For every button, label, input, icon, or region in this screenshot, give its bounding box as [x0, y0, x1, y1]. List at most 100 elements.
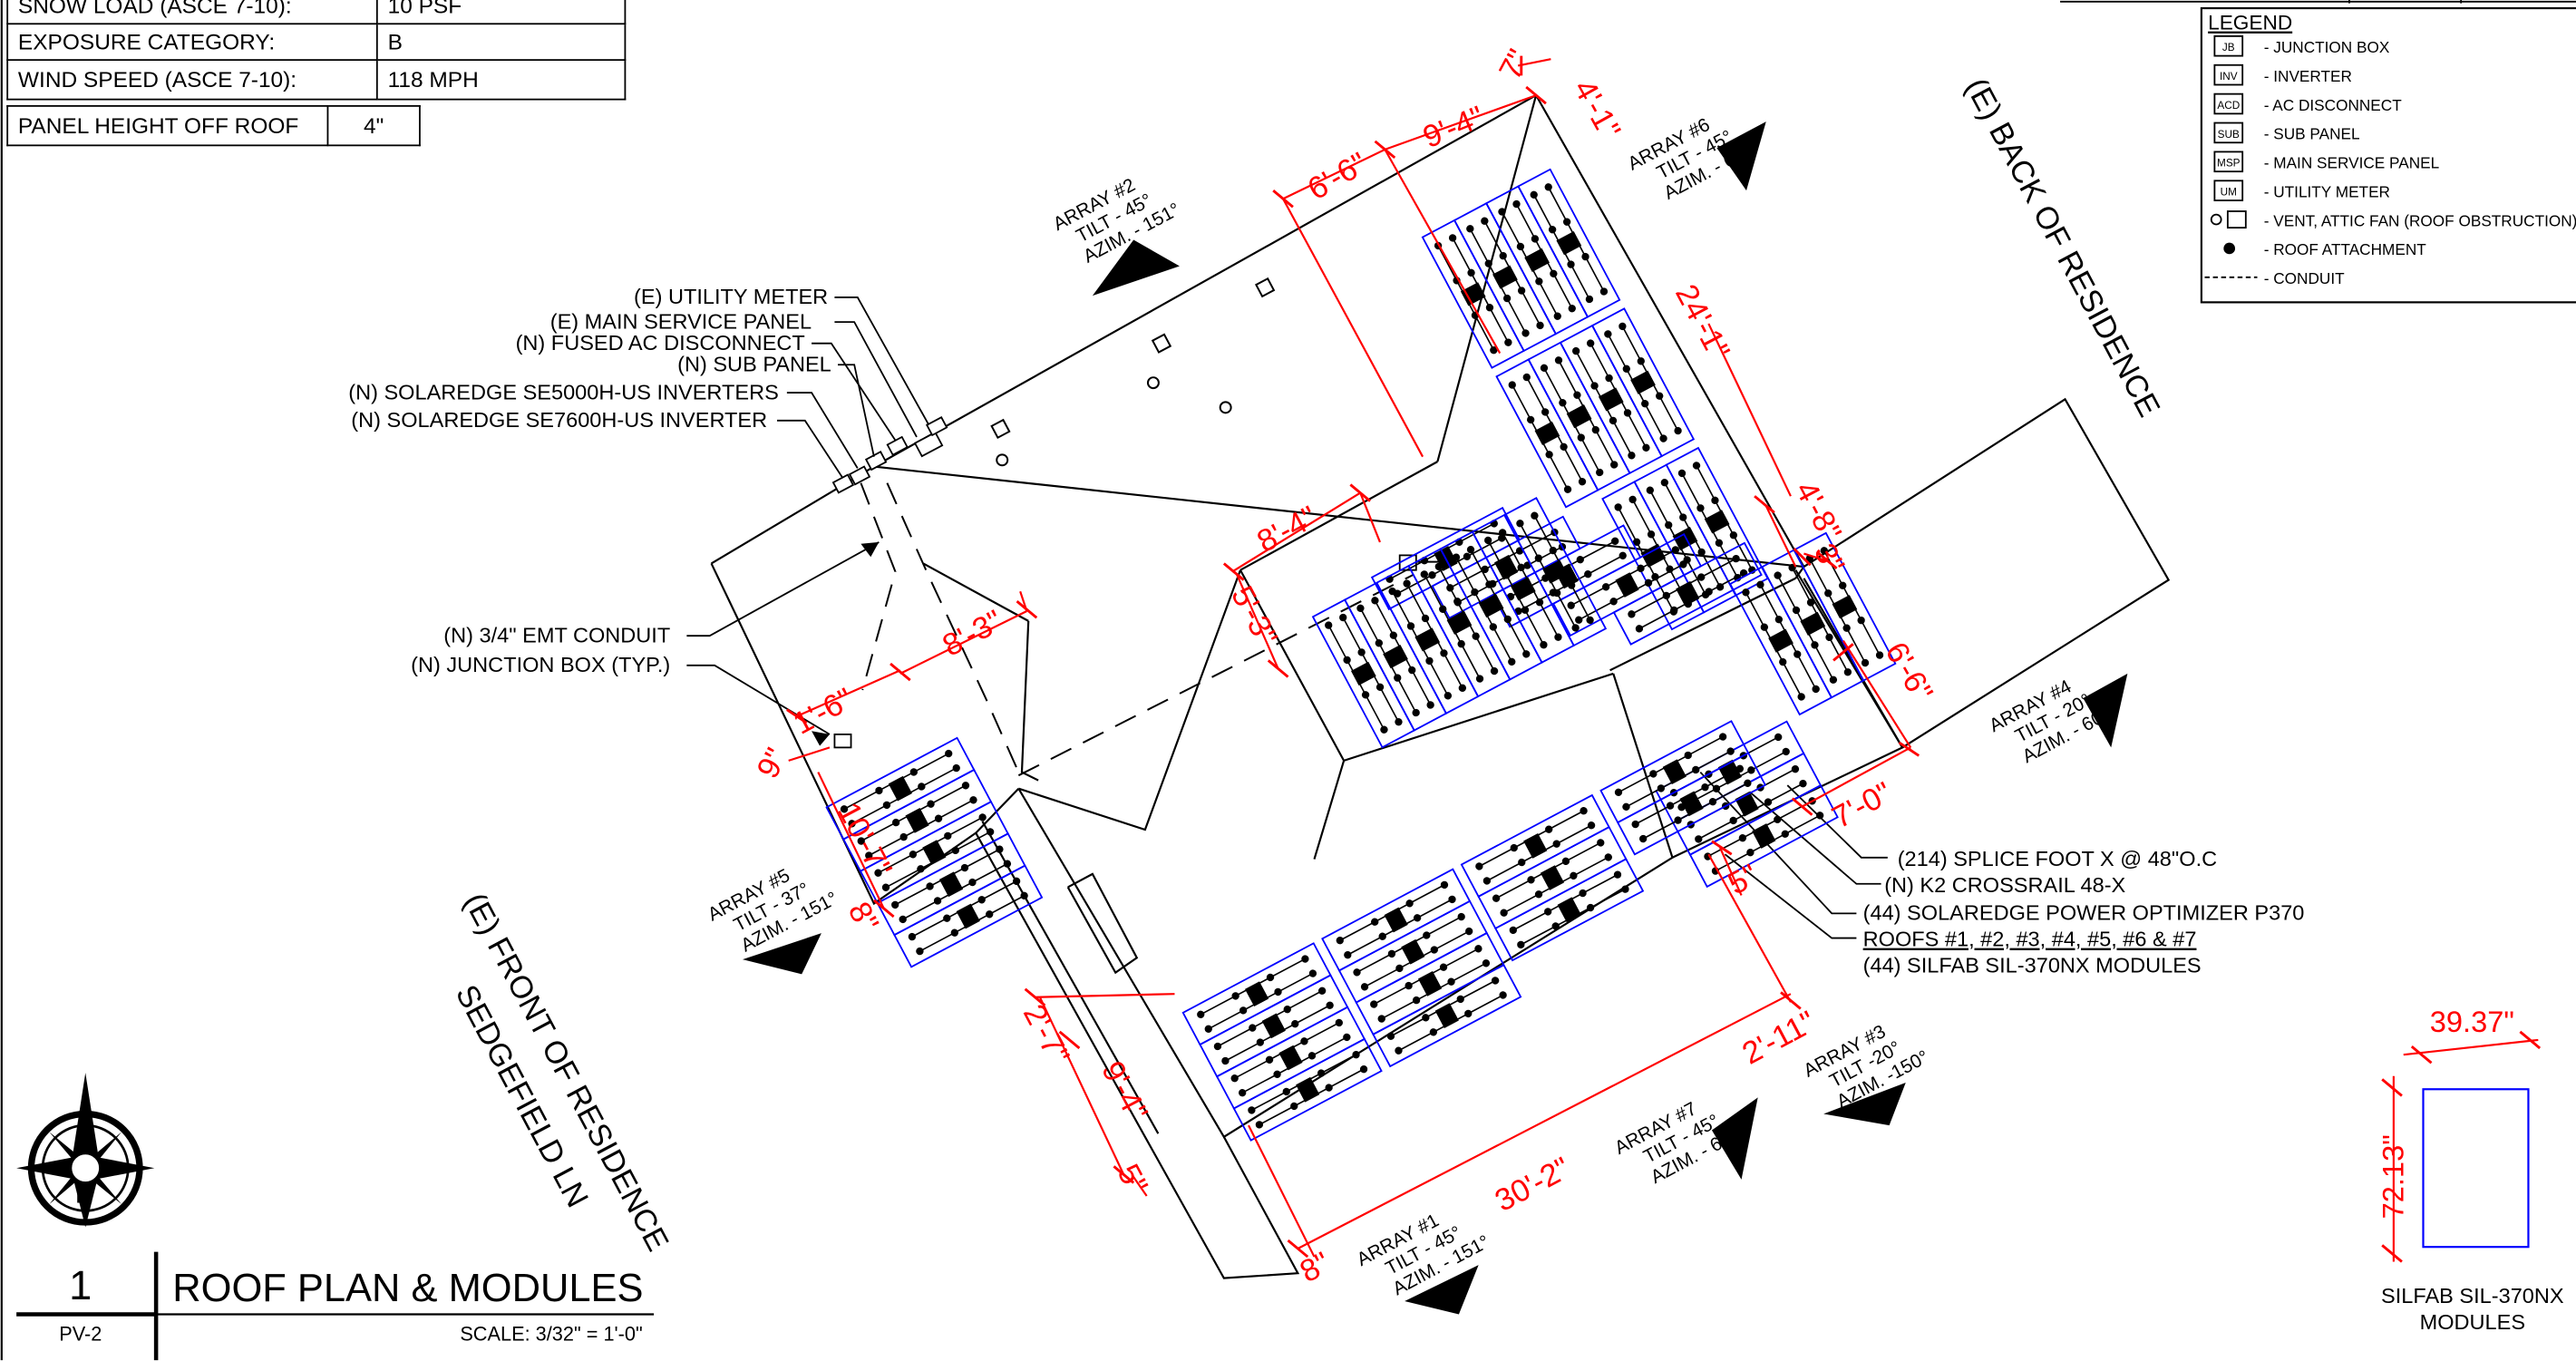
legend-symbol-icon — [2213, 34, 2244, 57]
dimension-label: 2'-7" — [1016, 999, 1076, 1070]
callout-utility-meter: (E) UTILITY METER — [634, 285, 828, 308]
solar-module — [1485, 185, 1589, 335]
module-arrays — [825, 168, 1897, 1142]
dimension-label: 6'-6" — [1302, 146, 1373, 207]
callout-junction-box: (N) JUNCTION BOX (TYP.) — [411, 653, 670, 676]
attic-fan-symbol-icon — [2226, 210, 2247, 229]
dimension-label: 30'-2" — [1490, 1151, 1576, 1219]
dimension-ticks — [786, 55, 1920, 1259]
module-notes: (214) SPLICE FOOT X @ 48"O.C (N) K2 CROS… — [1863, 847, 2305, 977]
junction-box-icon — [833, 733, 852, 749]
north-label: N — [75, 1180, 93, 1208]
note-roofs: ROOFS #1, #2, #3, #4, #5, #6 & #7 — [1863, 928, 2197, 951]
legend-abbr: JB — [2222, 42, 2235, 53]
vent-icon — [1219, 401, 1232, 414]
dimension-label: 1'-6" — [788, 682, 859, 742]
wind-speed-label: WIND SPEED (ASCE 7-10): — [6, 59, 378, 101]
array-2-arrow-icon — [1092, 239, 1180, 297]
roof-attachment-symbol-icon — [2223, 242, 2236, 255]
module-detail: 39.37" 72.13" SILFAB SIL-370NX MODULES — [2377, 1005, 2564, 1334]
solar-module — [1453, 202, 1557, 352]
panel-height-value: 4" — [326, 104, 421, 147]
legend-item-text: - MAIN SERVICE PANEL — [2264, 154, 2439, 172]
dimension-label: 4'-1" — [1567, 74, 1627, 145]
callout-fused-ac-disconnect: (N) FUSED AC DISCONNECT — [516, 331, 805, 355]
legend-symbol-icon — [2213, 122, 2244, 144]
roof-outline — [710, 93, 2171, 1279]
callout-text: (E) UTILITY METER (E) MAIN SERVICE PANEL… — [348, 285, 831, 676]
solar-module — [1527, 341, 1631, 491]
array-2-label: ARRAY #2 TILT - 45° AZIM. - 151° — [1050, 174, 1184, 267]
array-1-arrow-icon — [1405, 1265, 1479, 1315]
array-1a-modules — [1312, 497, 1607, 749]
dimension-label: 9'-4" — [1094, 1055, 1154, 1126]
dimension-label: 7'-0" — [1827, 776, 1898, 836]
vent-icon — [1254, 277, 1276, 298]
utility-meter-box-icon — [925, 415, 948, 437]
solar-module — [1729, 566, 1832, 715]
vent-icon — [1146, 376, 1160, 390]
dimension-label: 5" — [1111, 1159, 1154, 1201]
module-width-label: 39.37" — [2430, 1005, 2514, 1038]
wind-speed-value: 118 MPH — [375, 59, 627, 101]
solar-module — [1494, 858, 1644, 962]
snow-load-label: SNOW LOAD (ASCE 7-10): — [6, 0, 378, 25]
drawing-number: 1 — [69, 1262, 92, 1308]
legend-abbr: SUB — [2218, 129, 2240, 141]
solar-module — [1665, 447, 1769, 597]
inverter-box-icon — [831, 473, 855, 494]
array-4-arrow-icon — [2083, 673, 2128, 748]
solar-module — [1591, 307, 1695, 457]
design-criteria-table: SNOW LOAD (ASCE 7-10): 10 PSF EXPOSURE C… — [6, 0, 627, 101]
dimension-label: 4'-8" — [1788, 476, 1848, 547]
drawing-title: ROOF PLAN & MODULES — [172, 1267, 643, 1310]
main-service-panel-box-icon — [913, 431, 944, 458]
callout-emt-conduit: (N) 3/4" EMT CONDUIT — [443, 623, 670, 646]
dimension-label: 10'-7" — [831, 797, 899, 883]
module-height-label: 72.13" — [2377, 1134, 2410, 1219]
legend-item-text: - SUB PANEL — [2264, 125, 2360, 143]
dimension-label: 5'-3" — [1224, 580, 1284, 651]
legend-item-text: - UTILITY METER — [2264, 182, 2390, 200]
note-modules: (44) SILFAB SIL-370NX MODULES — [1863, 954, 2202, 977]
array-5-label: ARRAY #5 TILT - 37° AZIM. - 151° — [705, 865, 841, 957]
solar-module — [1560, 325, 1663, 474]
legend-item-text: - AC DISCONNECT — [2264, 96, 2402, 114]
note-splice-foot: (214) SPLICE FOOT X @ 48"O.C — [1898, 847, 2217, 870]
module-caption-2: MODULES — [2420, 1310, 2525, 1334]
callout-se7600h-inverter: (N) SOLAREDGE SE7600H-US INVERTER — [351, 408, 767, 432]
back-of-residence-label: (E) BACK OF RESIDENCE — [1959, 73, 2166, 423]
vent-icon — [996, 453, 1009, 467]
array-1-label: ARRAY #1 TILT - 45° AZIM. - 151° — [1354, 1210, 1493, 1299]
array-7-modules — [1181, 720, 1766, 1142]
callout-sub-panel: (N) SUB PANEL — [677, 352, 831, 375]
roof-obstructions — [990, 277, 1276, 467]
legend-symbol-icon — [2213, 63, 2244, 86]
panel-height-label: PANEL HEIGHT OFF ROOF — [6, 104, 329, 147]
note-optimizer: (44) SOLAREDGE POWER OPTIMIZER P370 — [1863, 901, 2305, 925]
exposure-value: B — [375, 23, 627, 62]
dimension-lines — [788, 58, 1912, 1258]
callout-main-service-panel: (E) MAIN SERVICE PANEL — [550, 309, 812, 333]
legend-item-text: - JUNCTION BOX — [2264, 38, 2390, 56]
scale-text: SCALE: 3/32" = 1'-0" — [460, 1322, 642, 1345]
inverter-box-icon — [848, 465, 871, 486]
solar-module — [1312, 598, 1415, 749]
dimension-label: 24'-1" — [1668, 279, 1736, 365]
exposure-label: EXPOSURE CATEGORY: — [6, 23, 378, 62]
vent-icon — [1151, 333, 1172, 354]
legend-abbr: MSP — [2217, 158, 2241, 170]
solar-module — [1761, 549, 1865, 699]
dimension-label: 9'-4" — [1418, 100, 1489, 155]
legend-item-text: - VENT, ATTIC FAN (ROOF OBSTRUCTION) — [2264, 211, 2576, 229]
array-labels: ARRAY #2 TILT - 45° AZIM. - 151° ARRAY #… — [705, 114, 2128, 1315]
panel-height-table: PANEL HEIGHT OFF ROOF 4" — [6, 104, 421, 147]
solar-module — [1321, 868, 1471, 972]
solar-module — [1495, 358, 1599, 509]
dimension-label: 6'-6" — [1879, 637, 1939, 707]
legend-title: LEGEND — [2208, 12, 2292, 34]
equipment-boxes — [831, 415, 1417, 749]
